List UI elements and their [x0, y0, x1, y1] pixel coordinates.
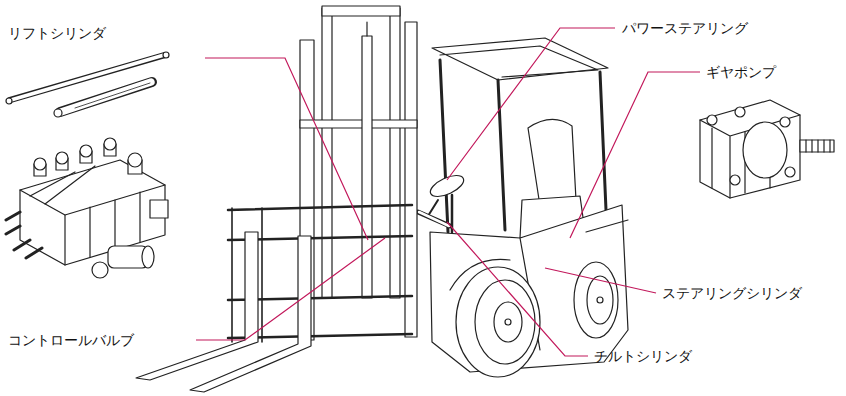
forklift-drawing	[450, 259, 510, 290]
forklift-drawing	[475, 280, 535, 364]
part-label: パワーステアリング	[622, 19, 748, 37]
gear-pump-picture	[700, 100, 800, 198]
lift-cylinder-picture	[54, 109, 62, 117]
part-label: リフトシリンダ	[8, 24, 106, 42]
forklift-drawing	[366, 22, 367, 36]
gear-pump-picture	[730, 175, 740, 185]
gear-pump-picture	[743, 122, 787, 178]
lift-cylinder-picture	[61, 82, 151, 112]
forklift-drawing	[322, 6, 400, 16]
gear-pump-picture	[800, 140, 834, 152]
leader-line	[205, 58, 368, 240]
gear-pump-picture	[700, 115, 800, 198]
lift-cylinder-picture	[60, 82, 152, 112]
forklift-drawing	[456, 267, 540, 377]
forklift-drawing	[574, 262, 618, 338]
leader-line	[545, 268, 656, 293]
forklift-drawing	[597, 297, 603, 303]
lift-cylinder-picture	[75, 83, 150, 108]
gear-pump-picture	[707, 115, 717, 125]
gear-pump-picture	[806, 140, 830, 152]
control-valve-picture	[34, 158, 46, 170]
forklift-drawing	[528, 119, 576, 208]
gear-pump-picture	[785, 167, 795, 177]
lift-cylinder-picture	[163, 52, 169, 58]
control-valve-picture	[104, 138, 116, 150]
forklift-drawing	[405, 22, 417, 337]
leader-line	[447, 222, 588, 356]
leader-line	[570, 72, 700, 238]
control-valve-picture	[80, 145, 92, 157]
gear-pump-picture	[780, 117, 790, 127]
forklift-drawing	[587, 276, 613, 324]
forklift-drawing	[440, 46, 598, 77]
control-valve-picture	[6, 138, 168, 278]
control-valve-picture	[142, 246, 154, 268]
forklift-drawing	[390, 8, 400, 298]
leader-line	[196, 238, 385, 340]
lift-cylinder-picture	[10, 55, 165, 100]
forklift-drawing	[300, 120, 417, 128]
part-label: コントロールバルブ	[8, 331, 134, 349]
forklift-drawing	[418, 212, 450, 226]
part-label: ステアリングシリンダ	[662, 284, 802, 302]
control-valve-picture	[92, 262, 108, 278]
control-valve-picture	[56, 152, 68, 164]
control-valve-picture	[150, 200, 168, 218]
leader-line	[447, 28, 615, 180]
gear-pump-picture	[735, 107, 745, 117]
forklift-drawing	[586, 220, 628, 232]
lift-cylinder-picture	[6, 52, 169, 117]
forklift-drawing	[419, 212, 449, 226]
forklift-drawing	[432, 38, 608, 80]
forklift-drawing	[427, 171, 466, 201]
lift-cylinder-picture	[6, 98, 12, 104]
part-label: ギヤポンプ	[706, 63, 776, 81]
forklift-drawing	[494, 302, 522, 342]
forklift-drawing	[600, 72, 606, 210]
forklift-drawing	[136, 232, 258, 380]
control-valve-picture	[6, 212, 42, 258]
forklift-drawing	[136, 6, 628, 392]
forklift-drawing	[428, 200, 438, 216]
gear-pump-picture	[700, 100, 834, 198]
forklift-drawing	[440, 60, 448, 232]
lift-cylinder-picture	[11, 55, 164, 100]
part-label: チルトシリンダ	[594, 347, 692, 365]
forklift-drawing	[505, 319, 511, 325]
forklift-illustration	[6, 6, 834, 392]
forklift-drawing	[322, 8, 332, 298]
forklift-drawing	[362, 36, 372, 298]
leader-lines	[196, 28, 700, 356]
forklift-drawing	[190, 236, 311, 392]
control-valve-picture	[64, 215, 65, 265]
control-valve-picture	[128, 153, 142, 167]
